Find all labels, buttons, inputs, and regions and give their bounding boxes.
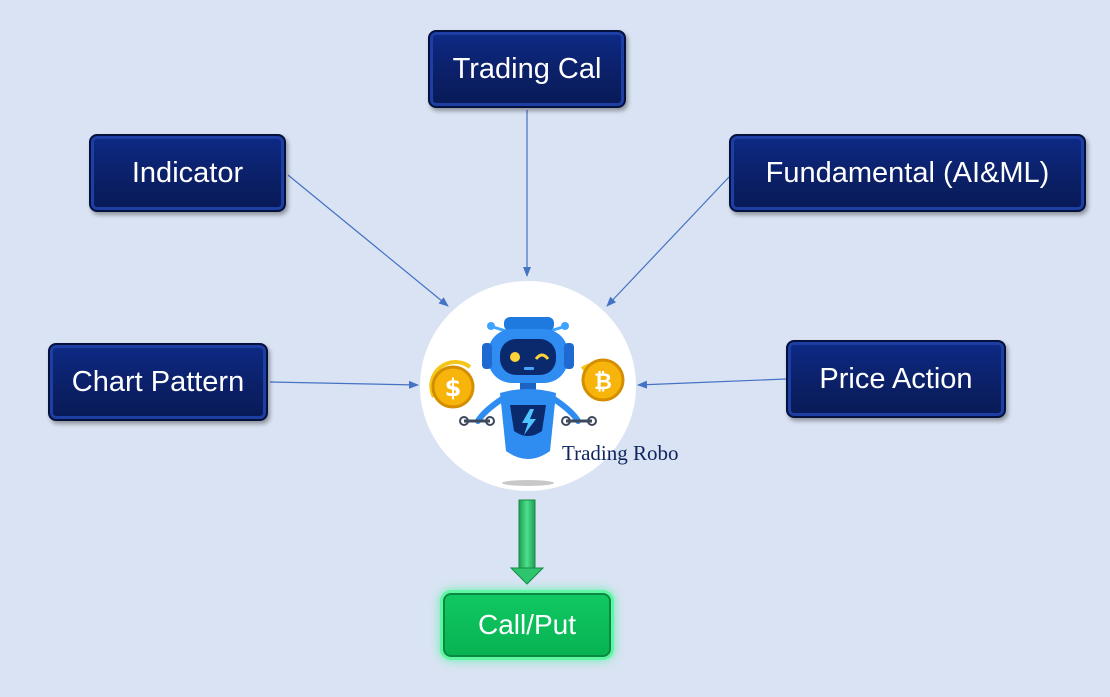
node-trading-cal-label: Trading Cal (452, 52, 602, 85)
node-indicator: Indicator (89, 134, 286, 212)
connector-fundamental (606, 176, 730, 307)
robot-icon: $ ₿ (429, 317, 625, 486)
robot-circle: $ ₿ (420, 281, 636, 491)
bitcoin-coin-icon: ₿ (580, 358, 625, 402)
node-trading-cal: Trading Cal (428, 30, 626, 108)
node-indicator-label: Indicator (131, 156, 244, 189)
node-call-put-label: Call/Put (477, 609, 577, 640)
dollar-coin-icon: $ (429, 360, 475, 409)
connector-chart-pattern (269, 380, 419, 389)
svg-text:₿: ₿ (594, 370, 612, 395)
node-price-action: Price Action (786, 340, 1006, 418)
node-fundamental-label: Fundamental (AI&ML) (765, 156, 1050, 189)
output-arrow (509, 499, 545, 585)
node-call-put: Call/Put (443, 593, 611, 657)
connector-price-action (637, 378, 787, 389)
node-chart-pattern-label: Chart Pattern (71, 365, 245, 398)
center-node-label: Trading Robo (562, 441, 679, 465)
node-chart-pattern: Chart Pattern (48, 343, 268, 421)
svg-text:$: $ (445, 374, 462, 402)
connector-indicator (287, 174, 449, 307)
node-price-action-label: Price Action (819, 362, 973, 395)
node-fundamental: Fundamental (AI&ML) (729, 134, 1086, 212)
